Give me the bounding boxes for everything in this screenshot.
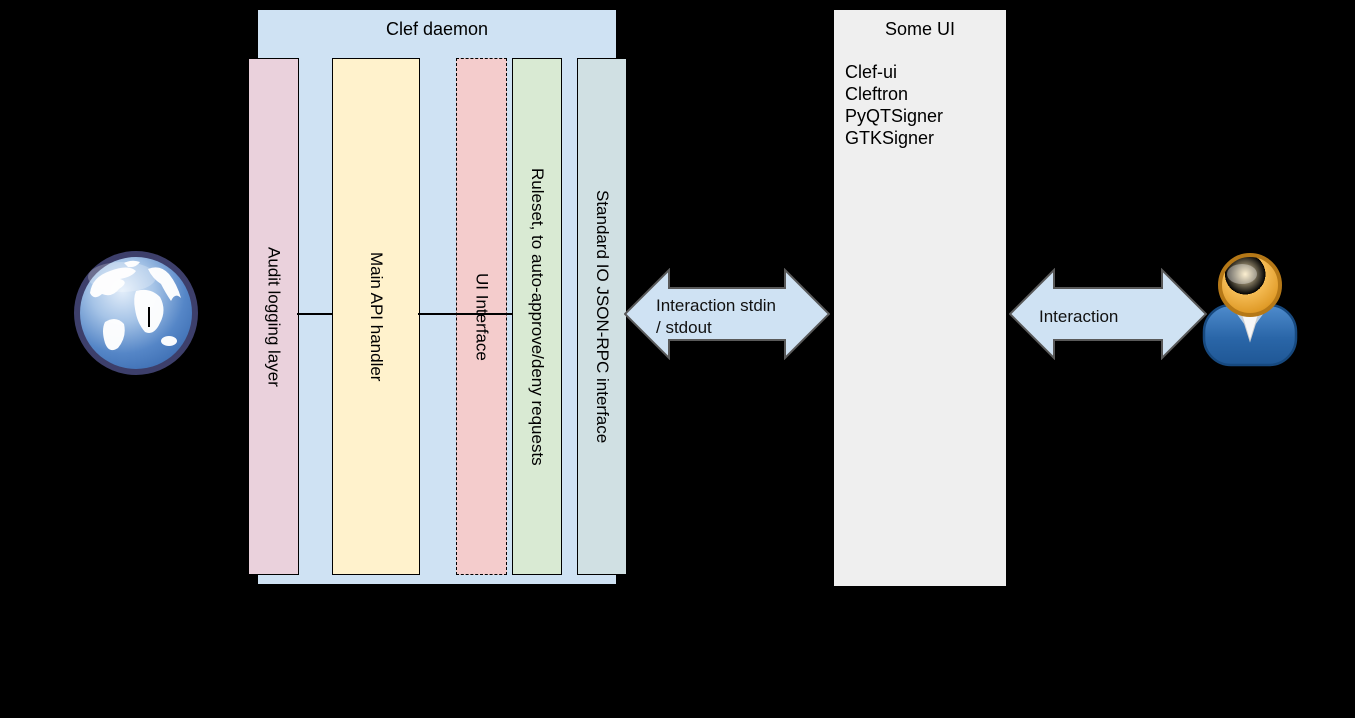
some-ui-item-clef-ui: Clef-ui <box>845 62 898 82</box>
user-person-icon <box>1200 252 1300 368</box>
some-ui-list: Clef-ui Cleftron PyQTSigner GTKSigner <box>845 61 1005 149</box>
connector-audit-to-api <box>297 313 333 315</box>
some-ui-item-cleftron: Cleftron <box>845 84 909 104</box>
stdio-interaction-arrow-label: Interaction stdin / stdout <box>656 295 776 339</box>
layer-ui-interface: UI Interface <box>456 58 507 575</box>
clef-daemon-box <box>257 9 617 585</box>
clef-daemon-title: Clef daemon <box>385 19 489 39</box>
connector-api-to-ruleset <box>418 313 513 315</box>
layer-ruleset: Ruleset, to auto-approve/deny requests <box>512 58 562 575</box>
some-ui-item-pyqtsigner: PyQTSigner <box>845 106 944 126</box>
stdio-arrow-label-line2: / stdout <box>656 318 712 337</box>
layer-audit-logging-label: Audit logging layer <box>264 246 284 387</box>
some-ui-box <box>833 9 1007 587</box>
some-ui-title: Some UI <box>884 19 956 39</box>
user-interaction-arrow <box>1008 267 1208 365</box>
user-interaction-arrow-label: Interaction <box>1039 306 1118 328</box>
some-ui-item-gtksigner: GTKSigner <box>845 128 935 148</box>
globe-connector-stub <box>148 307 150 327</box>
stdio-interaction-arrow <box>623 267 831 365</box>
layer-stdio-jsonrpc-label: Standard IO JSON-RPC interface <box>593 189 612 444</box>
layer-ruleset-label: Ruleset, to auto-approve/deny requests <box>528 167 547 466</box>
layer-audit-logging: Audit logging layer <box>248 58 299 575</box>
layer-stdio-jsonrpc: Standard IO JSON-RPC interface <box>577 58 627 575</box>
user-arrow-label-line1: Interaction <box>1039 307 1119 326</box>
stdio-arrow-label-line1: Interaction stdin <box>656 296 777 315</box>
layer-ui-interface-label: UI Interface <box>472 272 492 361</box>
layer-main-api-handler: Main API handler <box>332 58 420 575</box>
layer-main-api-handler-label: Main API handler <box>367 251 386 382</box>
internet-globe-icon <box>72 249 200 377</box>
